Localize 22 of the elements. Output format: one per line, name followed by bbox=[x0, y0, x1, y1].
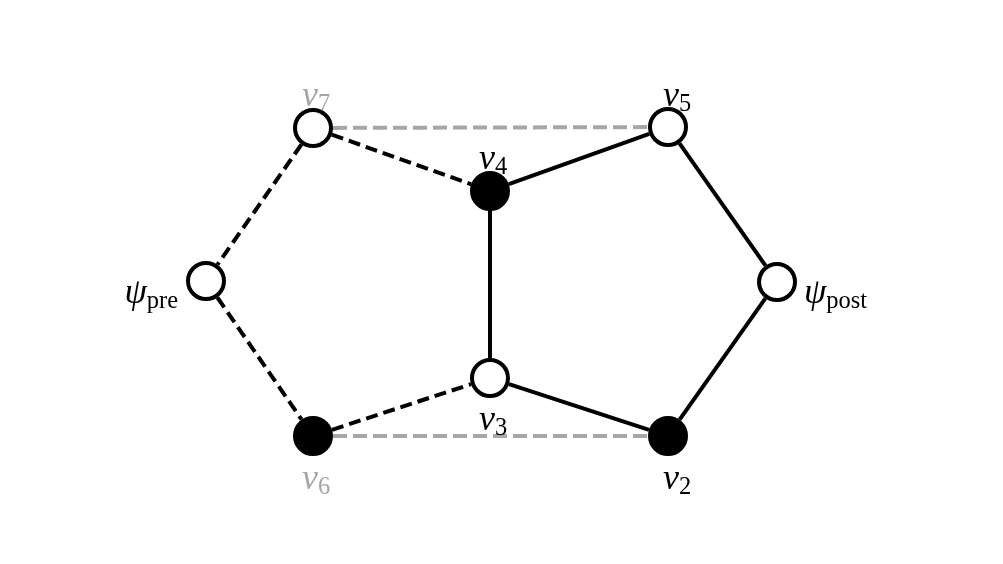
vertex-label: v$_{6}$ bbox=[301, 459, 331, 495]
vertex-circle bbox=[757, 262, 797, 302]
dashed-edge bbox=[215, 143, 304, 266]
dashed-edge bbox=[215, 296, 304, 421]
vertex-label: v$_{5}$ bbox=[662, 76, 692, 112]
vertex-circle bbox=[470, 358, 510, 398]
dashed-edge bbox=[333, 125, 648, 130]
dashed-edge bbox=[331, 382, 472, 432]
edge-line bbox=[677, 297, 768, 421]
vertex-label: v$_{4}$ bbox=[478, 139, 508, 175]
vertex-label: v$_{2}$ bbox=[662, 459, 692, 495]
vertex-label: v$_{7}$ bbox=[301, 76, 331, 112]
vertex-label: v$_{3}$ bbox=[478, 400, 508, 436]
dashed-edge bbox=[331, 132, 472, 187]
filled-vertex-circle bbox=[648, 416, 688, 456]
vertex-circle bbox=[186, 261, 226, 301]
edge-line bbox=[677, 142, 768, 267]
edge-line bbox=[508, 131, 650, 187]
dashed-edge bbox=[333, 434, 648, 438]
filled-vertex-circle bbox=[293, 416, 333, 456]
edge-line bbox=[488, 211, 492, 358]
edge-line bbox=[508, 382, 650, 432]
